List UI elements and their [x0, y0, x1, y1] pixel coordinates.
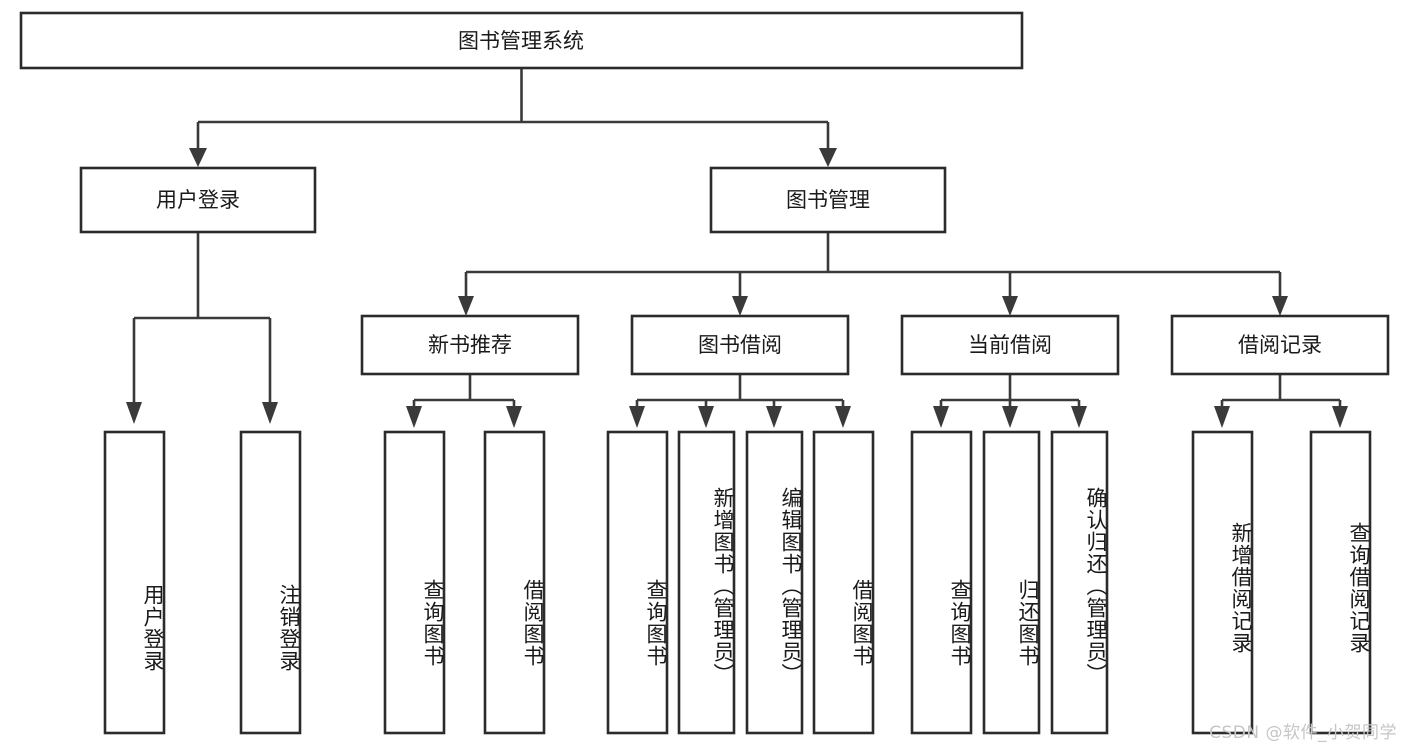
node-new-book-box[interactable]	[360, 314, 580, 376]
arrowhead-leaf-user-login-1	[126, 402, 142, 424]
arrowhead-bb-leaf-3	[766, 406, 782, 428]
connector-group-new-book	[406, 374, 522, 428]
arrowhead-leaf-user-login-2	[262, 402, 278, 424]
leaf-label-book-borrow-2: 新增图书（管理员）	[711, 486, 735, 685]
node-new-book-label: 新书推荐	[428, 333, 512, 357]
leaf-label-book-borrow-1: 查询图书	[644, 578, 668, 667]
node-user-login-label: 用户登录	[156, 188, 240, 212]
connector-group-root	[189, 68, 837, 167]
node-book-borrow-box[interactable]	[630, 314, 850, 376]
arrowhead-bb-leaf-1	[629, 406, 645, 428]
node-root-box[interactable]	[19, 11, 1024, 70]
arrowhead-book-manage	[819, 148, 837, 167]
arrowhead-cb-leaf-3	[1071, 406, 1087, 428]
node-borrow-record-label: 借阅记录	[1238, 333, 1322, 357]
leaf-label-user-login-2: 注销登录	[277, 584, 301, 672]
connector-group-current-borrow	[933, 374, 1087, 428]
leaf-box-current-borrow-3[interactable]	[1050, 430, 1109, 735]
leaf-box-book-borrow-2[interactable]	[677, 430, 736, 735]
leaf-label-user-login-1: 用户登录	[141, 584, 165, 672]
arrowhead-new-book	[458, 296, 474, 316]
node-current-borrow-box[interactable]	[900, 314, 1120, 376]
leaf-label-current-borrow-3: 确认归还（管理员）	[1084, 486, 1108, 685]
leaf-label-borrow-record-2: 查询借阅记录	[1347, 521, 1371, 654]
leaf-box-book-borrow-1[interactable]	[606, 430, 669, 735]
leaf-box-new-book-2[interactable]	[483, 430, 546, 735]
connector-group-borrow-record	[1214, 374, 1348, 428]
node-book-borrow-label: 图书借阅	[698, 333, 782, 357]
arrowhead-bb-leaf-4	[835, 406, 851, 428]
arrowhead-user-login	[189, 148, 207, 167]
arrowhead-current-borrow	[1002, 296, 1018, 316]
leaf-label-borrow-record-1: 新增借阅记录	[1229, 521, 1253, 654]
arrowhead-cb-leaf-2	[1002, 406, 1018, 428]
arrowhead-br-leaf-2	[1332, 406, 1348, 428]
watermark-text: CSDN @软件_小贺同学	[1209, 723, 1397, 743]
leaf-label-current-borrow-1: 查询图书	[948, 578, 972, 667]
leaf-box-borrow-record-2[interactable]	[1309, 430, 1372, 735]
leaf-label-new-book-1: 查询图书	[421, 578, 445, 667]
node-user-login-box[interactable]	[79, 166, 317, 234]
leaf-box-user-login-2[interactable]	[239, 430, 302, 735]
leaf-box-book-borrow-4[interactable]	[812, 430, 875, 735]
leaf-label-current-borrow-2: 归还图书	[1016, 578, 1040, 667]
arrowhead-nb-leaf-1	[406, 406, 422, 428]
leaf-box-book-borrow-3[interactable]	[745, 430, 804, 735]
arrowhead-br-leaf-1	[1214, 406, 1230, 428]
leaf-label-new-book-2: 借阅图书	[521, 578, 545, 667]
connector-group-book-borrow	[629, 374, 851, 428]
node-root-label: 图书管理系统	[458, 29, 584, 53]
leaf-box-new-book-1[interactable]	[383, 430, 446, 735]
leaf-box-user-login-1[interactable]	[103, 430, 166, 735]
connector-group-book-manage	[458, 232, 1288, 316]
leaf-box-borrow-record-1[interactable]	[1191, 430, 1254, 735]
arrowhead-bb-leaf-2	[698, 406, 714, 428]
arrowhead-nb-leaf-2	[506, 406, 522, 428]
leaf-label-book-borrow-3: 编辑图书（管理员）	[779, 486, 803, 685]
node-borrow-record-box[interactable]	[1170, 314, 1390, 376]
leaf-box-current-borrow-2[interactable]	[982, 430, 1041, 735]
connector-group-user-login	[126, 232, 278, 424]
arrowhead-borrow-record	[1272, 296, 1288, 316]
arrowhead-cb-leaf-1	[933, 406, 949, 428]
node-book-manage-box[interactable]	[709, 166, 947, 234]
leaf-label-book-borrow-4: 借阅图书	[850, 578, 874, 667]
node-book-manage-label: 图书管理	[786, 188, 870, 212]
leaf-box-current-borrow-1[interactable]	[910, 430, 973, 735]
node-current-borrow-label: 当前借阅	[968, 333, 1052, 357]
arrowhead-book-borrow	[732, 296, 748, 316]
